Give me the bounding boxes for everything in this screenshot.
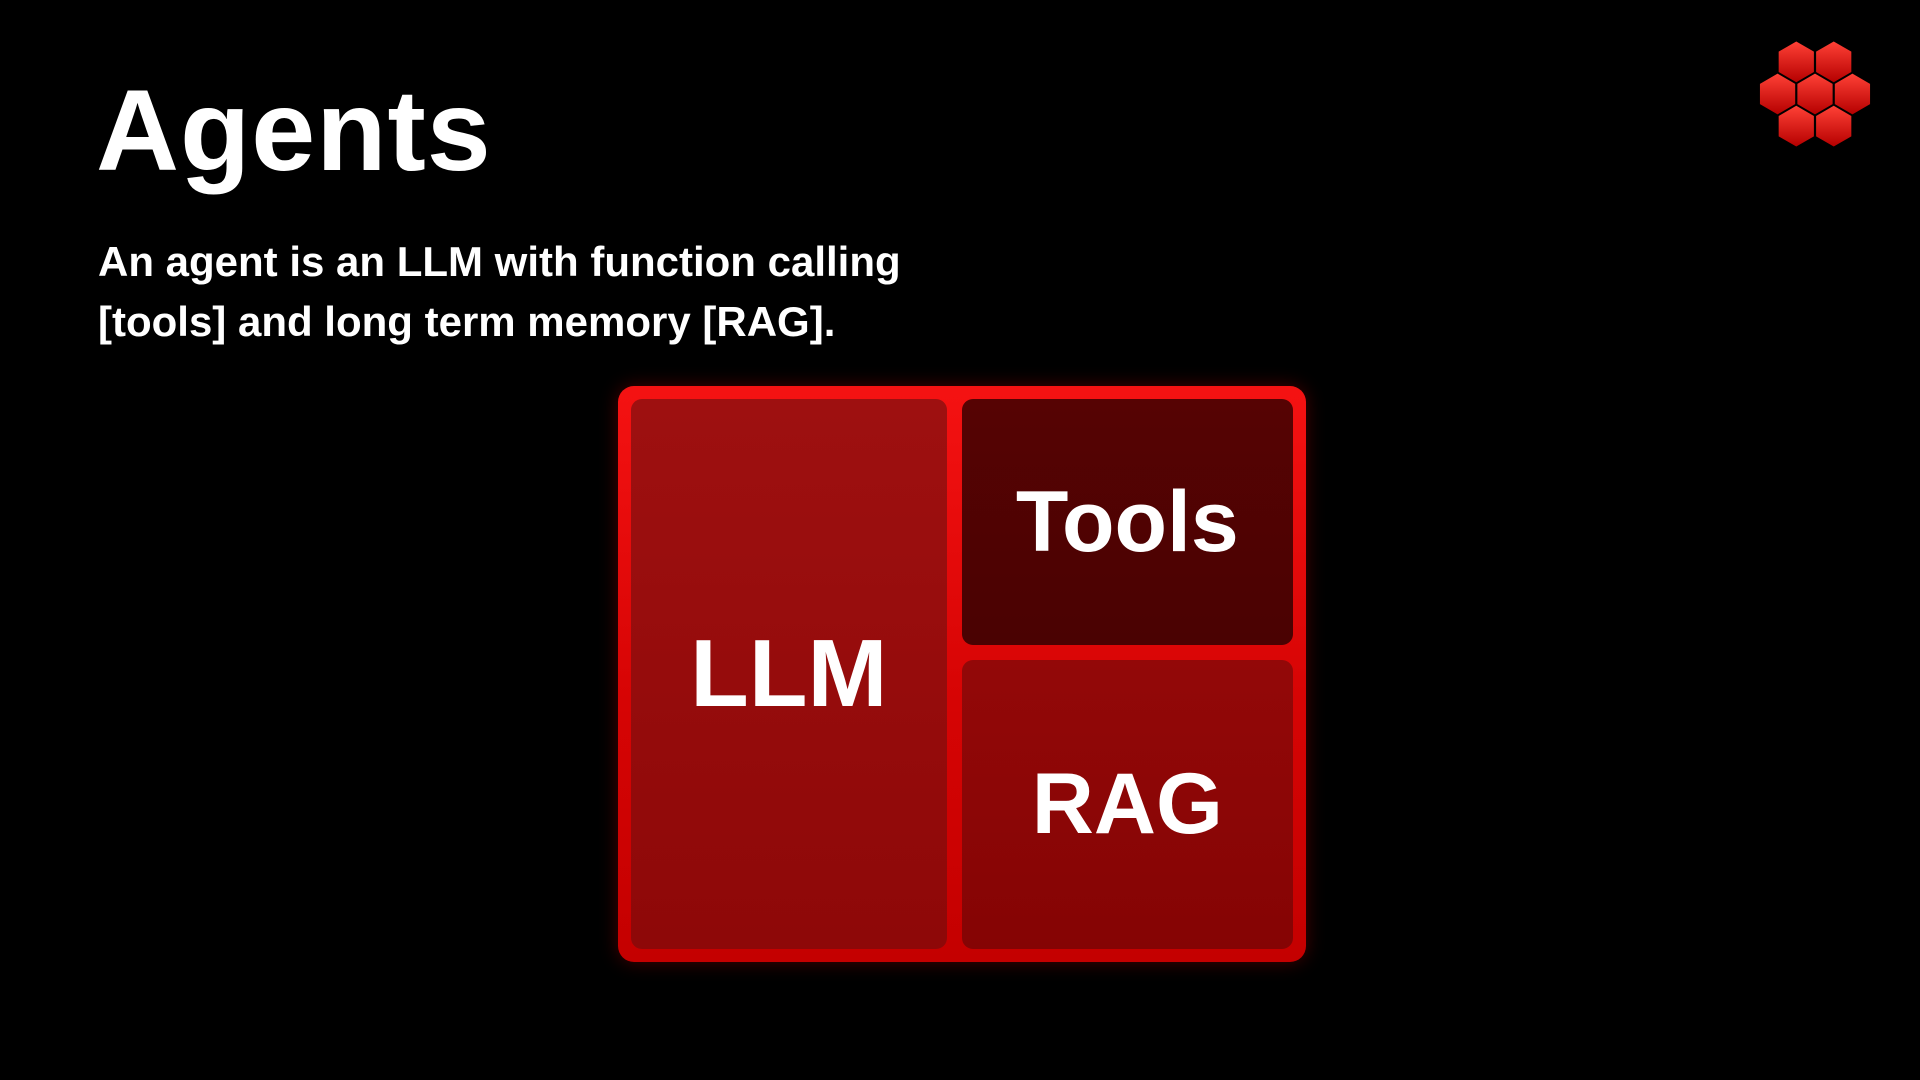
rag-label: RAG <box>1031 756 1223 853</box>
llm-label: LLM <box>690 620 888 727</box>
tools-box: Tools <box>961 399 1293 646</box>
subtitle-line-2: [tools] and long term memory [RAG]. <box>98 297 836 345</box>
slide-title: Agents <box>96 67 492 195</box>
tools-label: Tools <box>1015 473 1239 570</box>
hexagon-cluster-svg <box>1759 41 1871 147</box>
rag-box: RAG <box>961 660 1293 949</box>
agent-diagram: LLM Tools RAG <box>618 386 1306 962</box>
slide-subtitle: An agent is an LLM with function calling… <box>98 232 901 351</box>
hexagon-cluster-logo <box>1756 34 1874 154</box>
subtitle-line-1: An agent is an LLM with function calling <box>98 238 901 285</box>
llm-box: LLM <box>631 399 947 949</box>
